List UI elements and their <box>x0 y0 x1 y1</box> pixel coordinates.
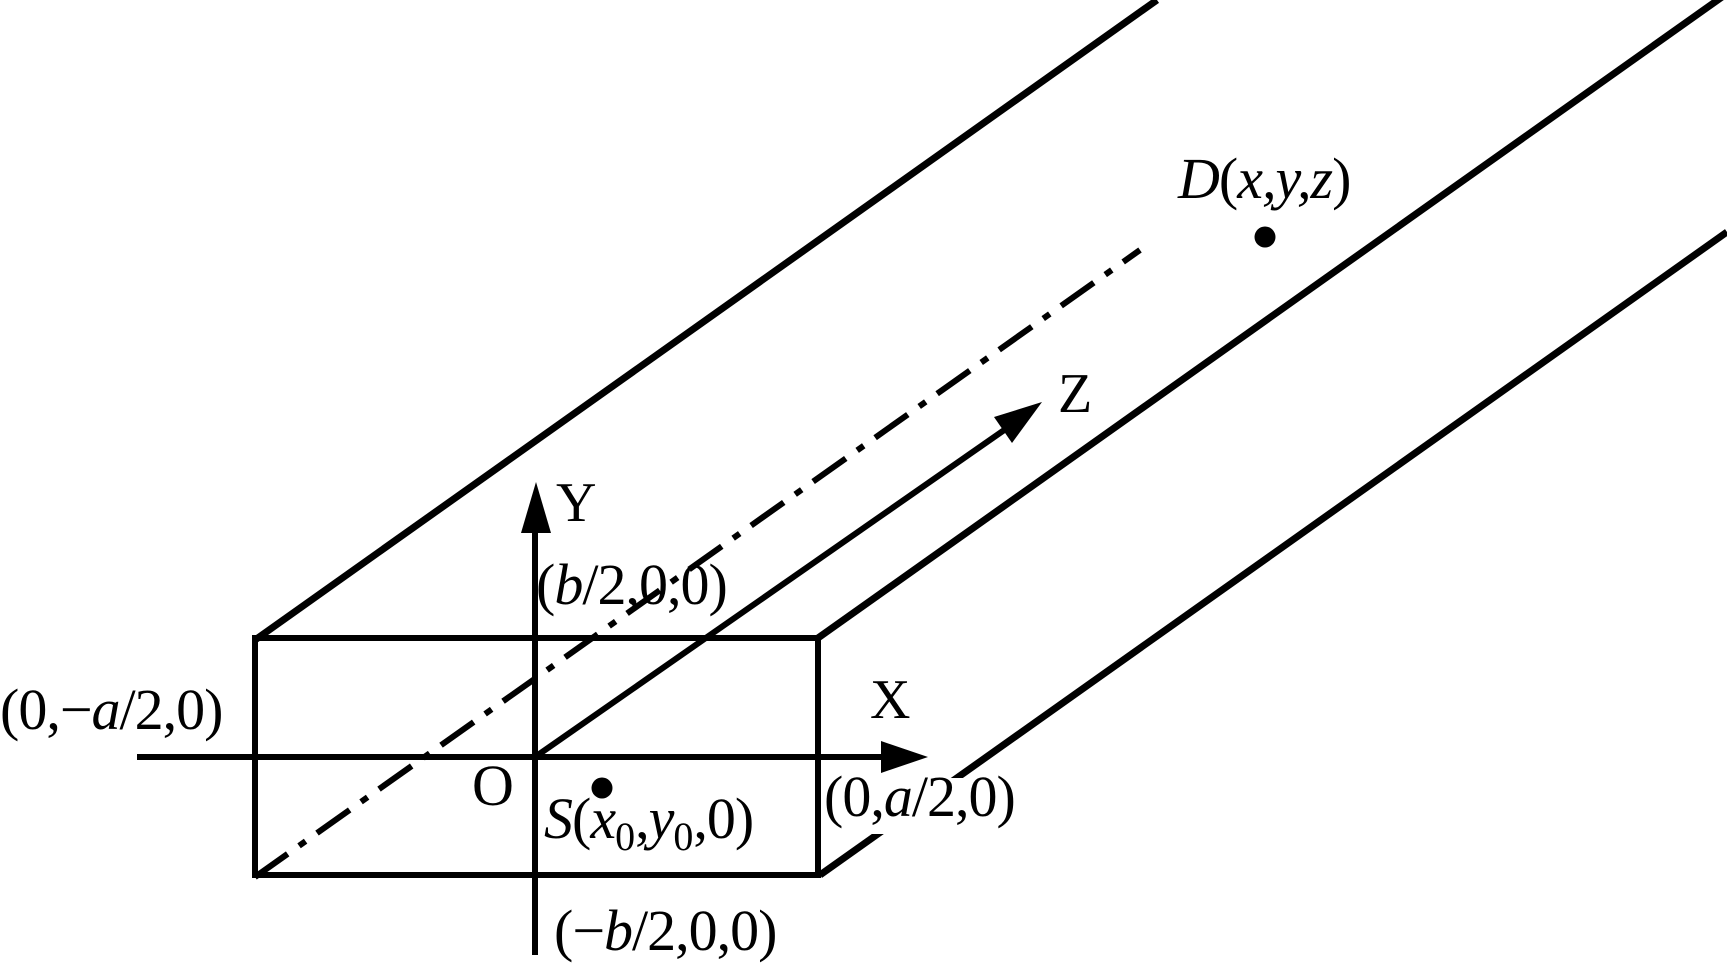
coord-label-bottom-wall: (−b/2,0,0) <box>554 898 777 963</box>
coord-label-top-wall: (b/2,0,0) <box>536 552 728 617</box>
y-axis-label: Y <box>556 472 596 534</box>
label-mask <box>822 778 1037 834</box>
z-axis-label: Z <box>1058 363 1092 425</box>
waveguide-edge-top-left <box>252 0 1160 643</box>
x-axis-label: X <box>870 669 910 731</box>
z-axis-line <box>533 423 1012 760</box>
waveguide-edge-top-right <box>815 0 1724 641</box>
point-s-symbol: S <box>544 786 573 851</box>
x-axis-arrowhead <box>881 741 928 773</box>
waveguide-edge-bottom-right <box>817 229 1727 878</box>
observation-point-dot <box>1254 226 1276 248</box>
z-axis-arrowhead <box>994 402 1042 443</box>
origin-label: O <box>472 753 514 818</box>
source-point-label: S(x0,y0,0) <box>544 786 754 859</box>
source-point-dot <box>591 777 613 799</box>
coord-label-left-wall: (0,−a/2,0) <box>0 677 223 742</box>
observation-point-label: D(x,y,z) <box>1178 146 1351 211</box>
y-axis-arrowhead <box>521 482 551 533</box>
coord-label-right-wall: (0,a/2,0) <box>824 764 1016 829</box>
point-d-symbol: D <box>1178 146 1220 211</box>
waveguide-axis-centerline <box>253 247 1142 880</box>
